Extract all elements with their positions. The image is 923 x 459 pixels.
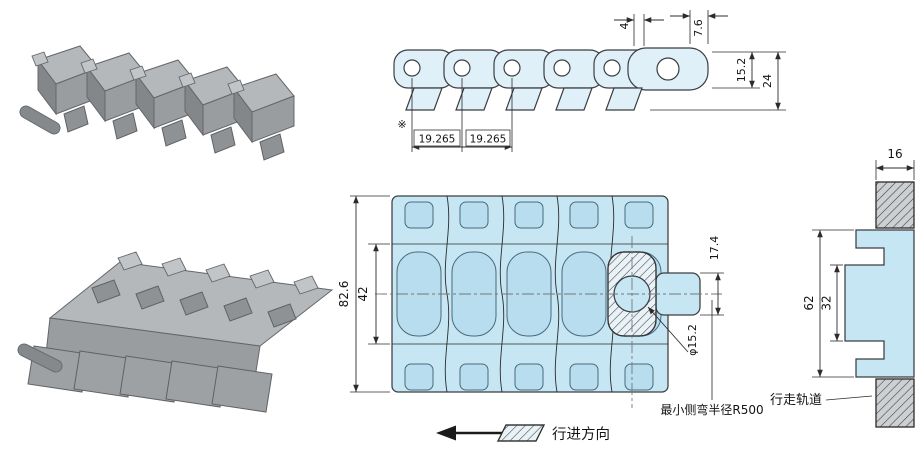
note-min-bend-radius-text: 最小侧弯半径R500: [660, 402, 763, 417]
running-track-label-text: 行走轨道: [770, 393, 822, 408]
hatch-symbol: [497, 424, 545, 442]
dim-overall-height: 62: [802, 229, 854, 378]
dim-label-pitch-2: 19.265: [470, 134, 507, 146]
plan-view: 82.6 42 17.4 φ15.2 最小侧弯半径R500: [337, 195, 764, 417]
isometric-chain-bottom: [17, 251, 334, 413]
direction-arrow-icon: [436, 425, 456, 441]
dim-inner-height: 32: [820, 264, 843, 342]
isometric-chain-top: [19, 45, 295, 161]
dim-label-inner-height: 32: [820, 295, 834, 310]
dim-pitch: ※ 19.265 19.265: [397, 78, 513, 152]
note-min-bend-radius: 最小侧弯半径R500: [660, 300, 764, 417]
dim-pin-diameter: φ15.2: [647, 306, 699, 356]
dim-label-pin-diameter: φ15.2: [686, 324, 699, 356]
dim-label-tab-width: 17.4: [708, 236, 721, 261]
dim-label-inner-width: 42: [356, 286, 370, 301]
section-view: 16 62 32 行走轨道: [770, 147, 915, 428]
dim-label-wall: 4: [618, 23, 631, 30]
dim-label-overall-width: 82.6: [337, 281, 351, 308]
running-track-label: 行走轨道: [770, 393, 873, 408]
direction-indicator: 行进方向: [436, 424, 610, 443]
dim-label-plate-height: 15.2: [735, 58, 748, 83]
dim-wall-4: 4: [614, 14, 664, 46]
pitch-footnote-mark: ※: [397, 118, 406, 131]
side-view: 4 7.6 15.2 24: [393, 10, 786, 152]
running-track-rail-top: [875, 181, 915, 229]
dim-label-rail-width: 16: [887, 147, 902, 161]
dim-tab-width: 17.4: [700, 236, 724, 316]
dim-label-total-height: 24: [761, 74, 774, 88]
dim-inner-width: 42: [356, 243, 390, 345]
dim-total-height-24: 24: [650, 52, 786, 111]
dim-rail-width: 16: [875, 147, 915, 180]
dim-overall-width: 82.6: [337, 195, 390, 393]
dim-plate-height-15-2: 15.2: [712, 51, 786, 89]
dim-label-overall-height: 62: [802, 295, 816, 310]
section-profile: [844, 229, 915, 378]
dim-edge-7-6: 7.6: [670, 10, 728, 44]
dim-label-pitch-1: 19.265: [419, 134, 456, 146]
dim-label-edge: 7.6: [692, 19, 705, 37]
direction-label: 行进方向: [552, 426, 610, 443]
running-track-rail-bottom: [875, 378, 915, 428]
